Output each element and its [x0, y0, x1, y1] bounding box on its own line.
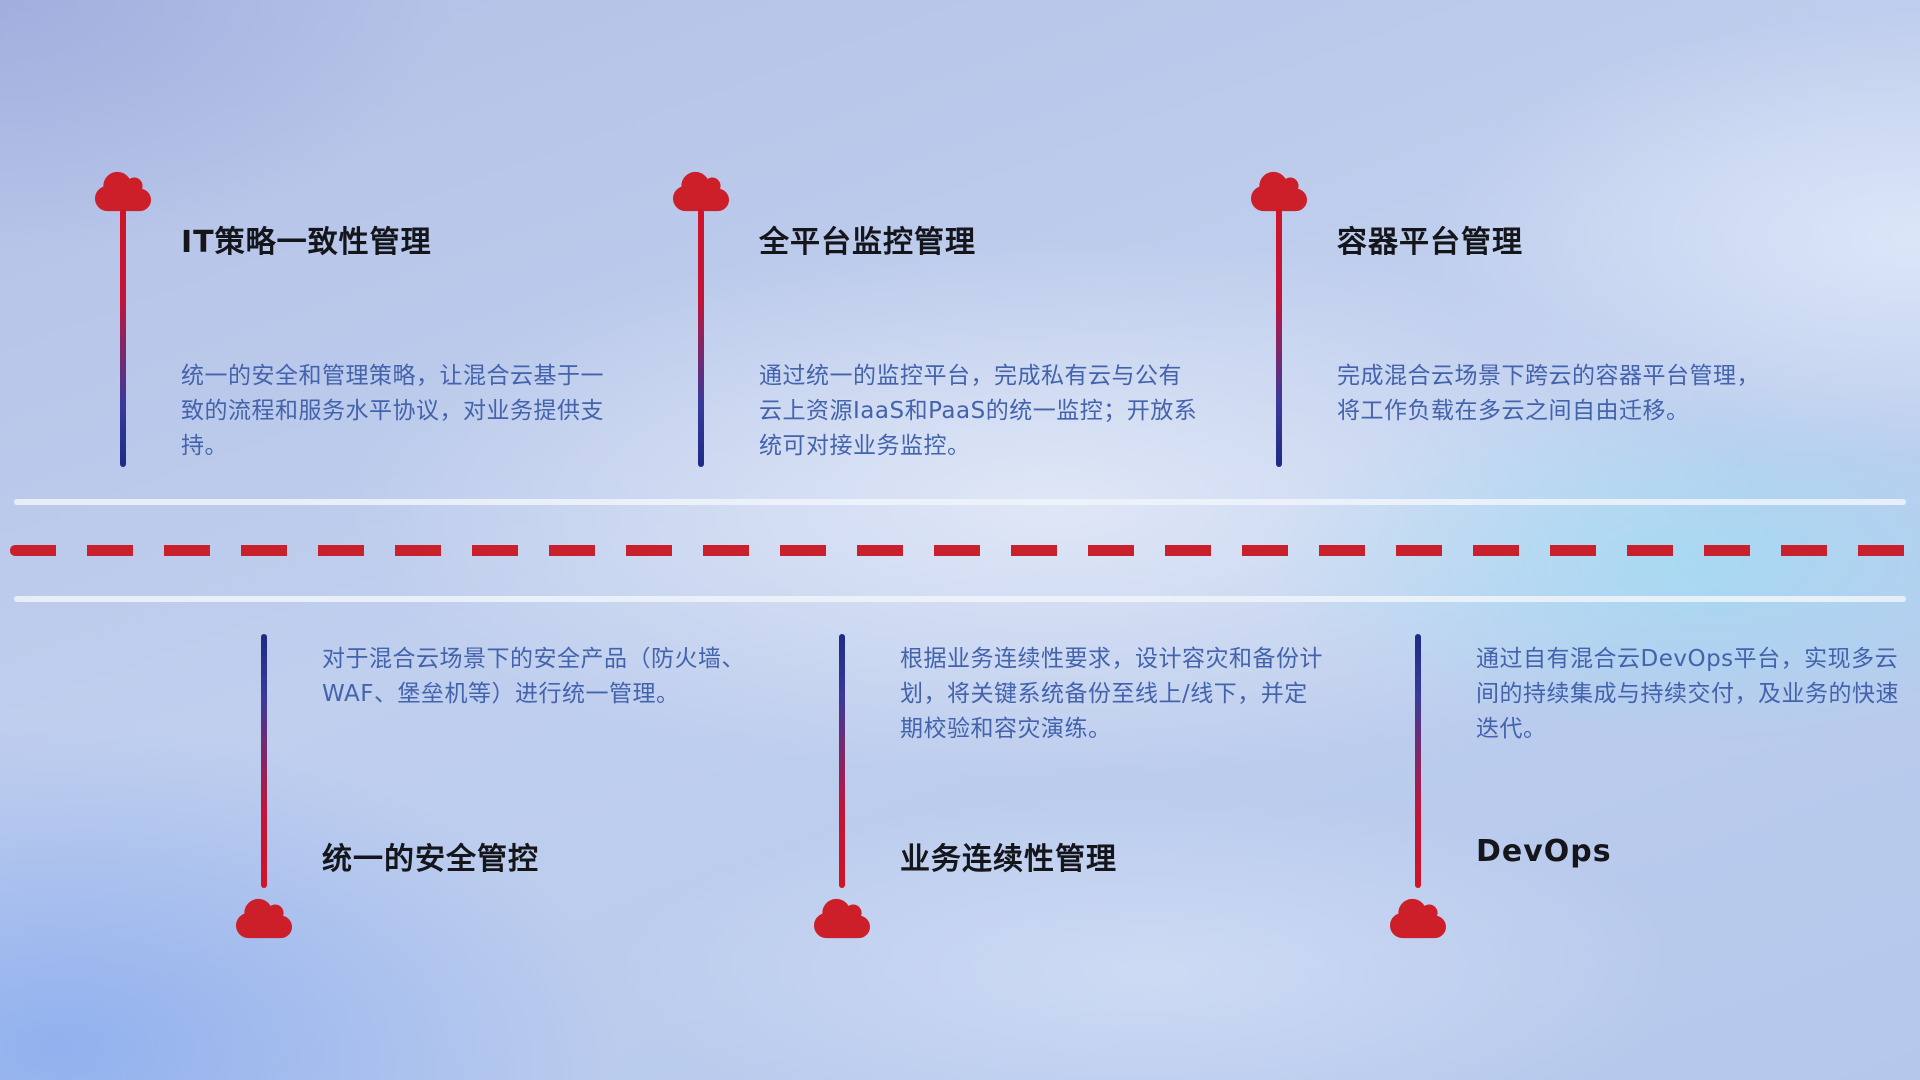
capability-title: 统一的安全管控 [322, 842, 539, 877]
cloud-icon [673, 169, 729, 214]
capability-description: 通过自有混合云DevOps平台，实现多云间的持续集成与持续交付，及业务的快速迭代… [1476, 646, 1899, 742]
cloud-icon [236, 896, 292, 941]
cloud-icon [814, 896, 870, 941]
capability-description: 通过统一的监控平台，完成私有云与公有云上资源IaaS和PaaS的统一监控；开放系… [759, 363, 1198, 459]
connector-line [1415, 634, 1421, 888]
divider-dashed-line [10, 545, 1910, 556]
capability-description: 对于混合云场景下的安全产品（防火墙、WAF、堡垒机等）进行统一管理。 [322, 646, 745, 707]
connector-line [698, 209, 704, 467]
capability-title: 业务连续性管理 [900, 842, 1117, 877]
capability-title: 全平台监控管理 [759, 225, 976, 260]
capability-item-monitoring: 全平台监控管理 通过统一的监控平台，完成私有云与公有云上资源IaaS和PaaS的… [673, 169, 1197, 479]
cloud-icon [1251, 169, 1307, 214]
connector-line [261, 634, 267, 888]
capability-item-business-continuity: 根据业务连续性要求，设计容灾和备份计划，将关键系统备份至线上/线下，并定期校验和… [814, 634, 1323, 964]
connector-line [1276, 209, 1282, 467]
capability-title: DevOps [1476, 834, 1612, 869]
connector-line [120, 209, 126, 467]
capability-item-devops: 通过自有混合云DevOps平台，实现多云间的持续集成与持续交付，及业务的快速迭代… [1390, 634, 1899, 964]
capability-title: IT策略一致性管理 [181, 225, 432, 260]
capability-title: 容器平台管理 [1337, 225, 1523, 260]
capability-item-security: 对于混合云场景下的安全产品（防火墙、WAF、堡垒机等）进行统一管理。 统一的安全… [236, 634, 745, 964]
divider-solid-line-top [14, 499, 1906, 505]
connector-line [839, 634, 845, 888]
capability-item-container-platform: 容器平台管理 完成混合云场景下跨云的容器平台管理，将工作负载在多云之间自由迁移。 [1251, 169, 1760, 479]
cloud-icon [95, 169, 151, 214]
capability-description: 根据业务连续性要求，设计容灾和备份计划，将关键系统备份至线上/线下，并定期校验和… [900, 646, 1323, 742]
divider-solid-line-bottom [14, 596, 1906, 602]
cloud-icon [1390, 896, 1446, 941]
capability-description: 统一的安全和管理策略，让混合云基于一致的流程和服务水平协议，对业务提供支持。 [181, 363, 604, 459]
capability-description: 完成混合云场景下跨云的容器平台管理，将工作负载在多云之间自由迁移。 [1337, 363, 1760, 424]
capability-item-it-policy: IT策略一致性管理 统一的安全和管理策略，让混合云基于一致的流程和服务水平协议，… [95, 169, 604, 479]
